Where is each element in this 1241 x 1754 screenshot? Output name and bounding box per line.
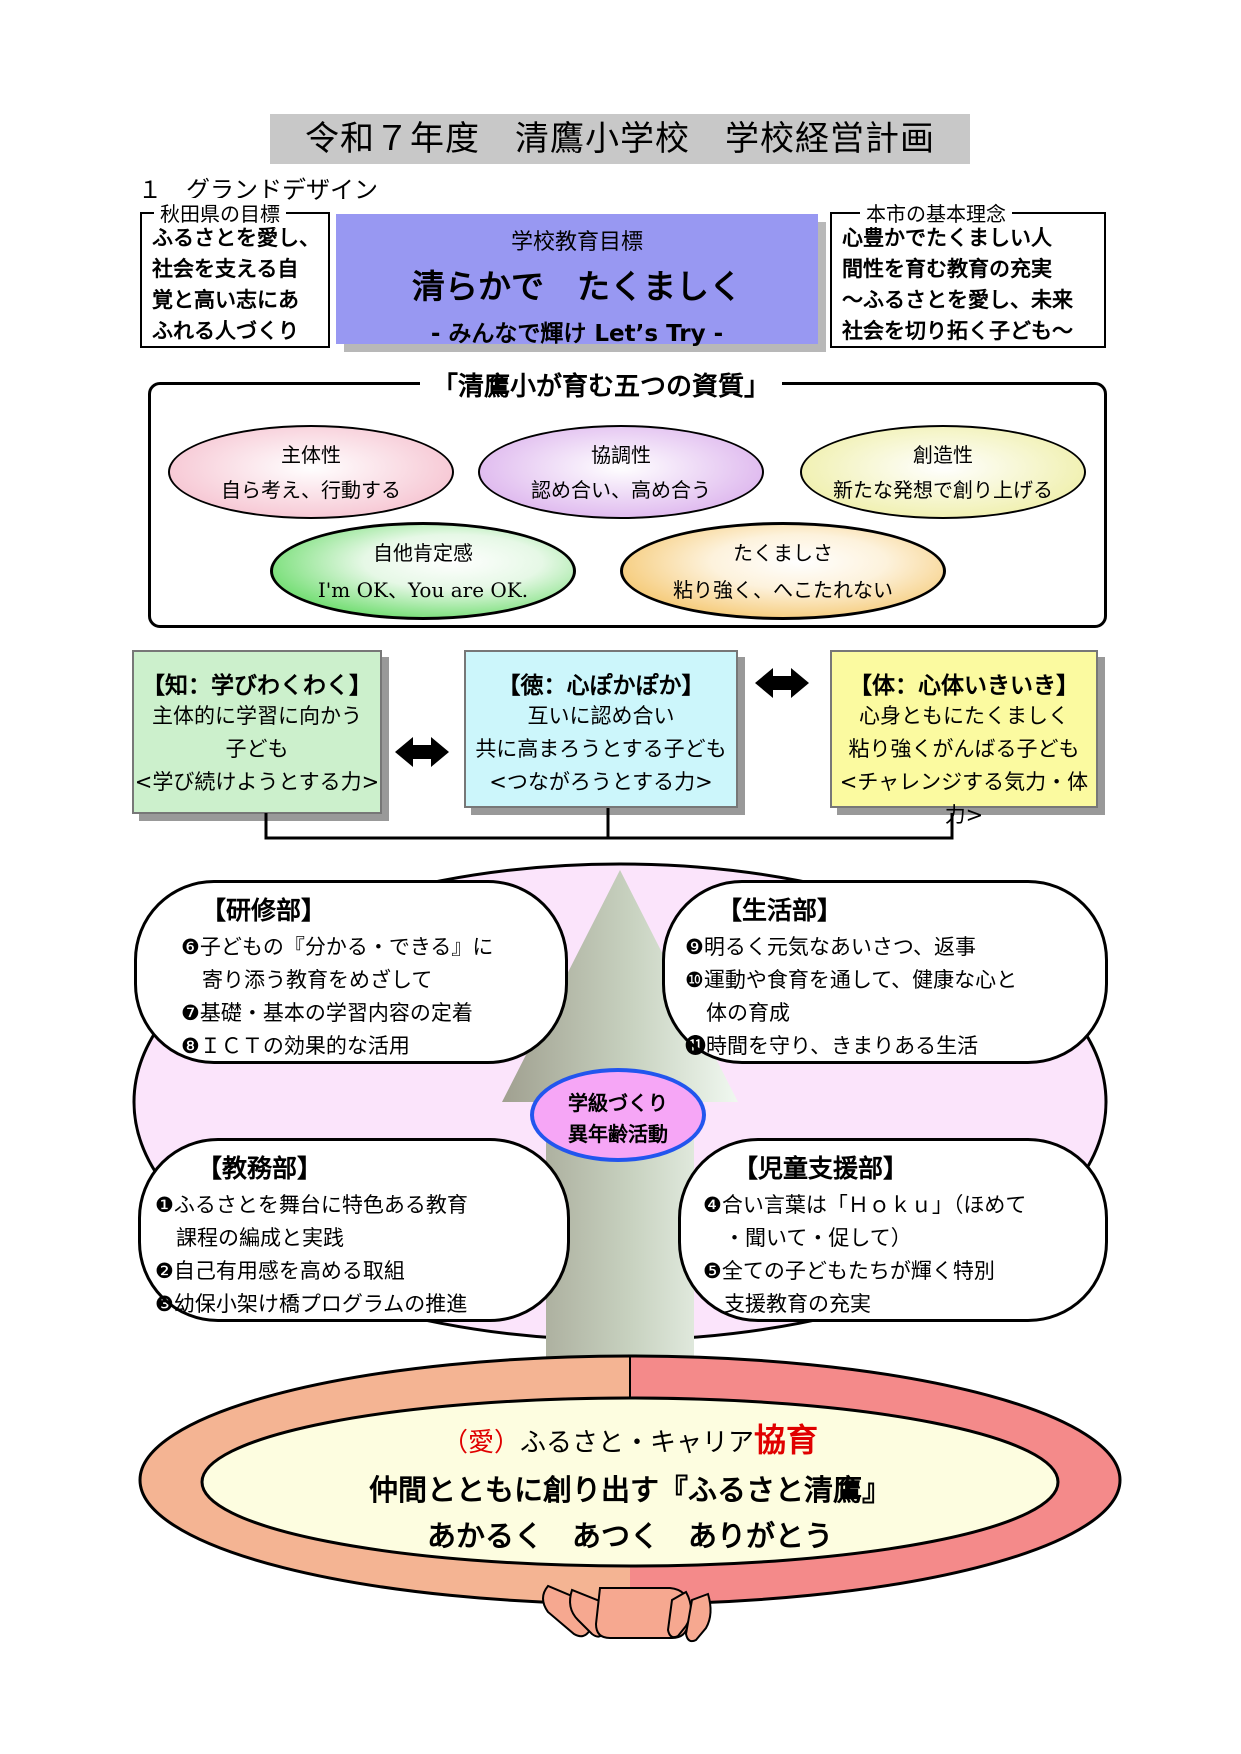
- dept-jido-shien: 【児童支援部】 ❹合い言葉は「Ｈｏｋｕ」（ほめて ・聞いて・促して） ❺全ての子…: [678, 1138, 1108, 1322]
- slogan-line3: あかるく あつく ありがとう: [426, 1519, 833, 1553]
- double-arrow-right: [755, 668, 809, 698]
- qualities-title: 「清鷹小が育む五つの資質」: [420, 366, 783, 403]
- double-arrow-left: [395, 737, 449, 767]
- school-goal-main: 清らかで たくましく: [412, 267, 742, 306]
- virtue-box-toku: 【徳：心ぽかぽか】 互いに認め合い 共に高まろうとする子ども <つながろうとする…: [464, 650, 738, 808]
- virtue-box-chi: 【知：学びわくわく】 主体的に学習に向かう 子ども <学び続けようとする力>: [132, 650, 382, 814]
- quality-oval-sozosei: 創造性 新たな発想で創り上げる: [800, 425, 1086, 519]
- slogan-mid: ふるさと・キャリア: [519, 1428, 754, 1458]
- city-principle-text: 心豊かでたくましい人 間性を育む教育の充実 ～ふるさとを愛し、未来 社会を切り拓…: [842, 226, 1073, 343]
- akita-goal-text: ふるさとを愛し、 社会を支える自 覚と高い志にあ ふれる人づくり: [152, 226, 320, 343]
- quality-oval-jitakouteikan: 自他肯定感 I'm OK、You are OK.: [270, 522, 576, 620]
- slogan-line2: 仲間とともに創り出す『ふるさと清鷹』: [368, 1473, 891, 1507]
- dept-kenshu: 【研修部】 ❻子どもの『分かる・できる』に 寄り添う教育をめざして ❼基礎・基本…: [134, 880, 568, 1064]
- akita-goal-legend: 秋田県の目標: [154, 198, 286, 227]
- akita-goal-box: ふるさとを愛し、 社会を支える自 覚と高い志にあ ふれる人づくり: [140, 212, 330, 348]
- school-goal-box: 学校教育目標 清らかで たくましく - みんなで輝け Let’s Try -: [336, 214, 818, 347]
- school-goal-label: 学校教育目標: [510, 230, 643, 255]
- slogan-prefix: （愛）: [441, 1428, 520, 1458]
- bottom-slogan: （愛）ふるさと・キャリア協育 仲間とともに創り出す『ふるさと清鷹』 あかるく あ…: [220, 1420, 1040, 1555]
- quality-oval-kyochosei: 協調性 認め合い、高め合う: [478, 425, 764, 519]
- page-title: 令和７年度 清鷹小学校 学校経営計画: [270, 114, 970, 164]
- city-principle-legend: 本市の基本理念: [860, 198, 1012, 227]
- hands-icon: [542, 1584, 712, 1643]
- quality-oval-shutaisei: 主体性 自ら考え、行動する: [168, 425, 454, 519]
- virtue-box-tai: 【体：心体いきいき】 心身ともにたくましく 粘り強くがんばる子ども <チャレンジ…: [830, 650, 1098, 827]
- dept-kyomu: 【教務部】 ❶ふるさとを舞台に特色ある教育 課程の編成と実践 ❷自己有用感を高め…: [138, 1138, 570, 1322]
- slogan-accent: 協育: [754, 1421, 819, 1459]
- dept-seikatsu: 【生活部】 ❾明るく元気なあいさつ、返事 ❿運動や食育を通して、健康な心と 体の…: [662, 880, 1108, 1064]
- quality-oval-takumashisa: たくましさ 粘り強く、へこたれない: [620, 522, 946, 620]
- bottom-inner-oval: [200, 1396, 1060, 1568]
- center-activity-oval: 学級づくり 異年齢活動: [530, 1068, 706, 1162]
- city-principle-box: 心豊かでたくましい人 間性を育む教育の充実 ～ふるさとを愛し、未来 社会を切り拓…: [830, 212, 1106, 348]
- school-goal-sub: - みんなで輝け Let’s Try -: [430, 321, 724, 347]
